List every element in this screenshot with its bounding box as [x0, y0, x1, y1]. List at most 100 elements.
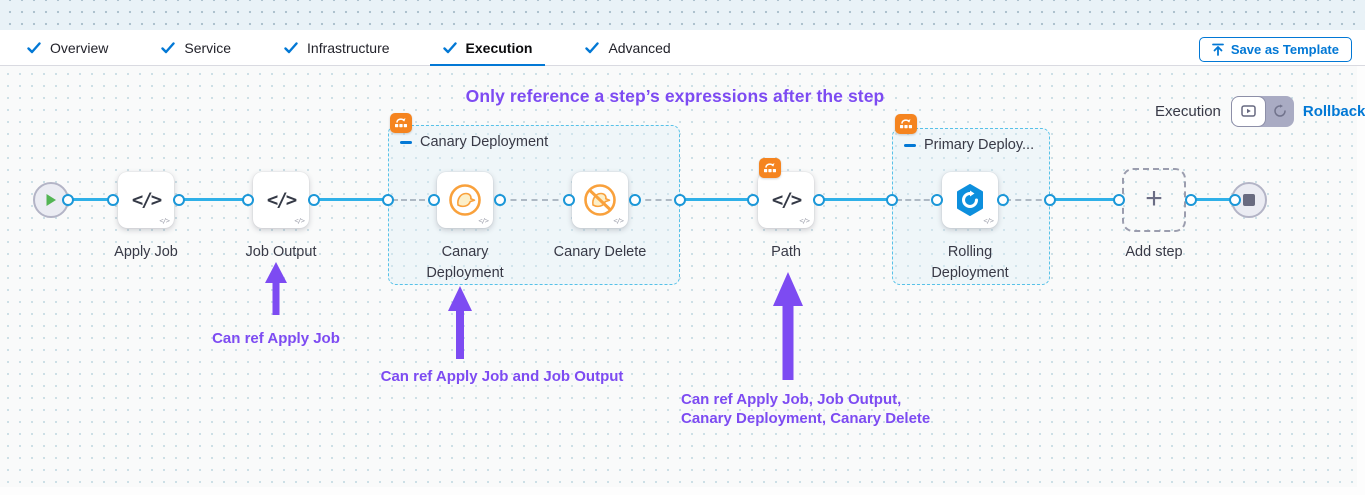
rollback-link[interactable]: Rollback	[1302, 102, 1365, 120]
connector-line-dashed	[1005, 199, 1052, 201]
mode-switch-row: Execution Rollback	[1155, 95, 1365, 127]
execution-mode-label: Execution	[1155, 102, 1221, 120]
check-icon	[27, 41, 41, 53]
step-label-canary-delete: Canary Delete	[553, 244, 647, 260]
right-scroll-strip[interactable]	[1357, 66, 1365, 487]
connector-point	[107, 194, 119, 206]
execution-mode-button[interactable]	[1230, 95, 1266, 127]
bottom-scroll-strip[interactable]	[0, 487, 1365, 495]
group-header: Canary Deployment	[400, 134, 548, 150]
tab-execution[interactable]: Execution	[429, 30, 546, 67]
add-step-button[interactable]: +	[1122, 168, 1186, 232]
connector-point	[1113, 194, 1125, 206]
connector-line	[314, 198, 390, 201]
annotation-can-ref-apply-job: Can ref Apply Job	[212, 330, 340, 347]
annotation-arrow-job-output	[265, 262, 287, 315]
tab-label: Infrastructure	[307, 39, 390, 56]
canvas-top-strip	[0, 0, 1365, 30]
step-job-output[interactable]: </> </>	[253, 172, 309, 228]
annotation-can-ref-prior-steps: Can ref Apply Job, Job Output, Canary De…	[681, 391, 931, 427]
group-title: Canary Deployment	[420, 134, 549, 150]
step-label-canary-deployment: Canary Deployment	[426, 244, 504, 281]
connector-line-dashed	[392, 199, 434, 201]
connector-line-dashed	[896, 199, 939, 201]
code-mini-icon: </>	[613, 217, 624, 225]
step-label-rolling-deployment: Rolling Deployment	[931, 244, 1009, 281]
stop-icon	[1243, 194, 1255, 206]
save-upload-icon	[1211, 43, 1224, 56]
plus-icon: +	[1145, 182, 1163, 215]
connector-line	[680, 198, 755, 201]
connector-point	[1044, 194, 1056, 206]
connector-point	[674, 194, 686, 206]
rollback-mode-button[interactable]	[1266, 96, 1294, 127]
step-rolling-deployment[interactable]: </>	[942, 172, 998, 228]
connector-line	[1191, 198, 1235, 201]
connector-point	[931, 194, 943, 206]
play-icon	[46, 194, 56, 206]
connector-point	[62, 194, 74, 206]
step-label-job-output: Job Output	[245, 244, 317, 260]
code-mini-icon: </>	[478, 217, 489, 225]
collapse-group-icon[interactable]	[400, 140, 412, 144]
annotation-arrow-path	[773, 272, 803, 380]
group-header: Primary Deploy...	[904, 137, 1034, 153]
connector-point	[997, 194, 1009, 206]
tab-label: Execution	[465, 39, 533, 56]
group-title: Primary Deploy...	[924, 137, 1035, 153]
connector-point	[629, 194, 641, 206]
connector-point	[813, 194, 825, 206]
canvas-annotation-title: Only reference a step’s expressions afte…	[465, 86, 885, 106]
shell-script-icon: </>	[771, 189, 802, 211]
annotation-arrow-canary-deployment	[448, 286, 472, 359]
save-as-template-button[interactable]: Save as Template	[1198, 37, 1352, 62]
code-mini-icon: </>	[799, 217, 810, 225]
code-mini-icon: </>	[983, 217, 994, 225]
connector-point	[173, 194, 185, 206]
check-icon	[585, 41, 600, 53]
shell-script-icon: </>	[131, 189, 162, 211]
connector-point	[428, 194, 440, 206]
canary-delete-icon	[584, 184, 616, 216]
code-mini-icon: </>	[159, 217, 170, 225]
rollback-steps-badge-icon[interactable]	[390, 113, 412, 133]
check-icon	[442, 41, 457, 53]
canary-deployment-icon	[449, 184, 481, 216]
connector-point	[1185, 194, 1197, 206]
connector-line	[66, 198, 115, 201]
step-canary-deployment[interactable]: </>	[437, 172, 493, 228]
step-apply-job[interactable]: </> </>	[118, 172, 174, 228]
rollback-steps-glyph	[900, 119, 912, 129]
check-icon	[284, 41, 298, 53]
step-path[interactable]: </> </>	[758, 172, 814, 228]
collapse-group-icon[interactable]	[904, 143, 916, 147]
tab-overview[interactable]: Overview	[14, 30, 121, 66]
execution-steps-icon	[1241, 105, 1256, 117]
step-canary-delete[interactable]: </>	[572, 172, 628, 228]
step-label-apply-job: Apply Job	[114, 244, 178, 260]
save-as-template-label: Save as Template	[1230, 42, 1339, 57]
annotation-can-ref-apply-job-and-job-output: Can ref Apply Job and Job Output	[380, 368, 624, 385]
connector-point	[563, 194, 575, 206]
tab-advanced[interactable]: Advanced	[572, 30, 683, 66]
step-label-add-step: Add step	[1125, 244, 1183, 260]
rollback-steps-glyph	[764, 163, 776, 173]
connector-line	[1050, 198, 1119, 201]
check-icon	[161, 41, 176, 53]
tab-label: Service	[184, 39, 232, 56]
connector-line-dashed	[500, 199, 569, 201]
rollback-steps-badge-icon[interactable]	[759, 158, 781, 178]
step-label-path: Path	[771, 244, 801, 260]
connector-line-dashed	[635, 199, 682, 201]
rollback-steps-badge-icon[interactable]	[895, 114, 917, 134]
tab-service[interactable]: Service	[148, 30, 244, 66]
stage-tabbar: Overview Service Infrastructure Executio…	[0, 30, 1365, 67]
execution-canvas[interactable]	[0, 66, 1357, 487]
connector-line	[179, 198, 250, 201]
tab-infrastructure[interactable]: Infrastructure	[271, 30, 402, 66]
execution-rollback-toggle	[1230, 95, 1294, 127]
rolling-deployment-icon	[957, 184, 983, 216]
connector-point	[382, 194, 394, 206]
code-mini-icon: </>	[294, 217, 305, 225]
